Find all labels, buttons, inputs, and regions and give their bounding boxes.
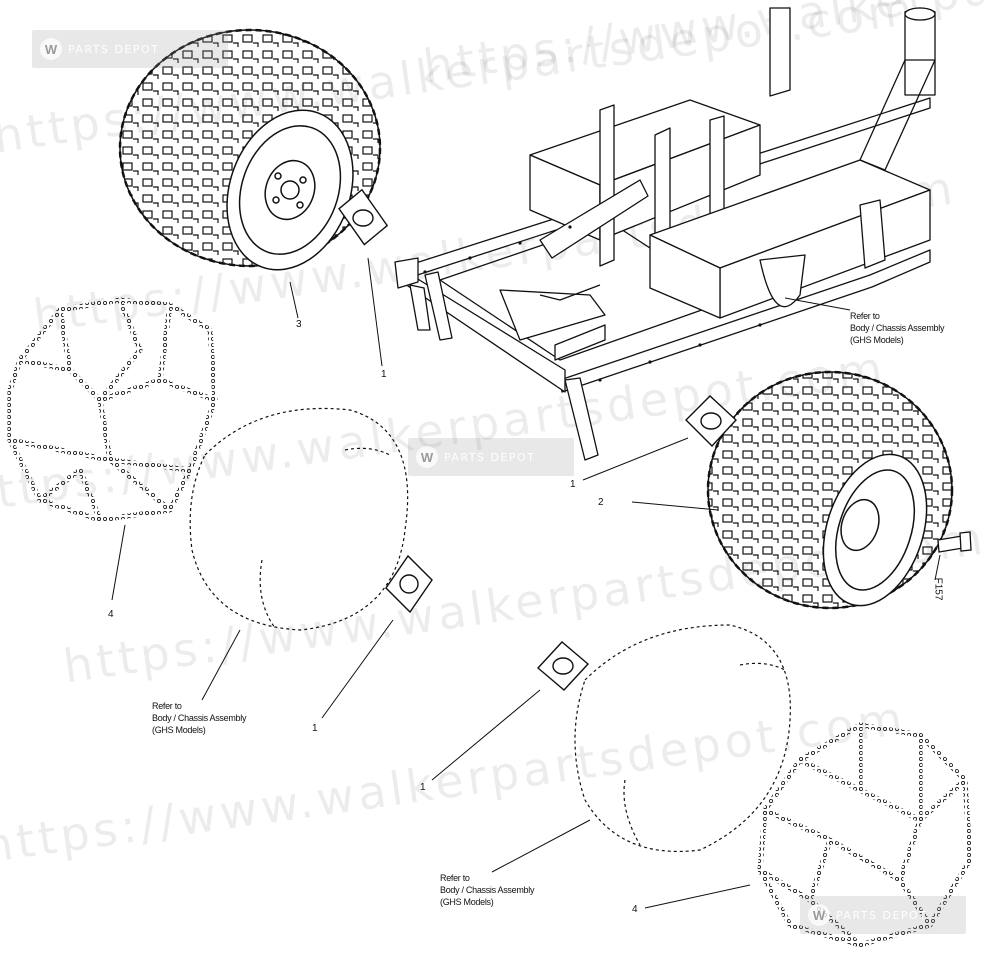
leader-lines <box>111 257 941 909</box>
watermark-badge: W PARTS DEPOT <box>800 896 966 934</box>
wheel-icon <box>118 28 382 271</box>
wheel-icon <box>189 407 409 631</box>
callout-label: 2 <box>598 497 604 508</box>
watermark-badge-text: PARTS DEPOT <box>68 42 160 56</box>
logo-icon: W <box>808 904 830 926</box>
wheel-icon <box>574 624 791 852</box>
reference-note-bottom: Refer to Body / Chassis Assembly (GHS Mo… <box>440 872 534 908</box>
reference-line: Body / Chassis Assembly <box>440 885 535 895</box>
reference-line: Body / Chassis Assembly <box>850 323 945 333</box>
tire-chain-icon <box>7 297 218 523</box>
chassis-frame-icon <box>394 7 936 461</box>
callout-label: F157 <box>932 577 944 601</box>
watermark-badge: W PARTS DEPOT <box>32 30 228 68</box>
reference-note-frame: Refer to Body / Chassis Assembly (GHS Mo… <box>850 310 944 346</box>
callout-label: 3 <box>296 319 302 330</box>
callout-label: 4 <box>632 904 638 915</box>
callout-label: 1 <box>420 782 426 793</box>
reference-note-left: Refer to Body / Chassis Assembly (GHS Mo… <box>152 700 246 736</box>
callout-label: 1 <box>381 369 387 380</box>
bolt-icon <box>937 531 972 553</box>
reference-line: Refer to <box>850 311 880 321</box>
reference-line: Body / Chassis Assembly <box>152 713 247 723</box>
watermark-badge-text: PARTS DEPOT <box>836 908 928 922</box>
callout-label: 4 <box>108 609 114 620</box>
callout-label: 1 <box>570 479 576 490</box>
gasket-plate-icon <box>385 554 433 614</box>
reference-line: Refer to <box>152 701 182 711</box>
watermark-badge-text: PARTS DEPOT <box>444 450 536 464</box>
tire-chain-icon <box>757 722 973 948</box>
logo-icon: W <box>416 446 438 468</box>
gasket-plate-icon <box>536 641 590 691</box>
wheel-icon <box>706 370 954 610</box>
watermark-badge: W PARTS DEPOT <box>408 438 574 476</box>
logo-icon: W <box>40 38 62 60</box>
reference-line: (GHS Models) <box>440 897 494 907</box>
gasket-plate-icon <box>338 188 389 246</box>
callout-label: 1 <box>312 723 318 734</box>
reference-line: (GHS Models) <box>850 335 904 345</box>
gasket-plate-icon <box>685 395 737 448</box>
reference-line: (GHS Models) <box>152 725 206 735</box>
reference-line: Refer to <box>440 873 470 883</box>
